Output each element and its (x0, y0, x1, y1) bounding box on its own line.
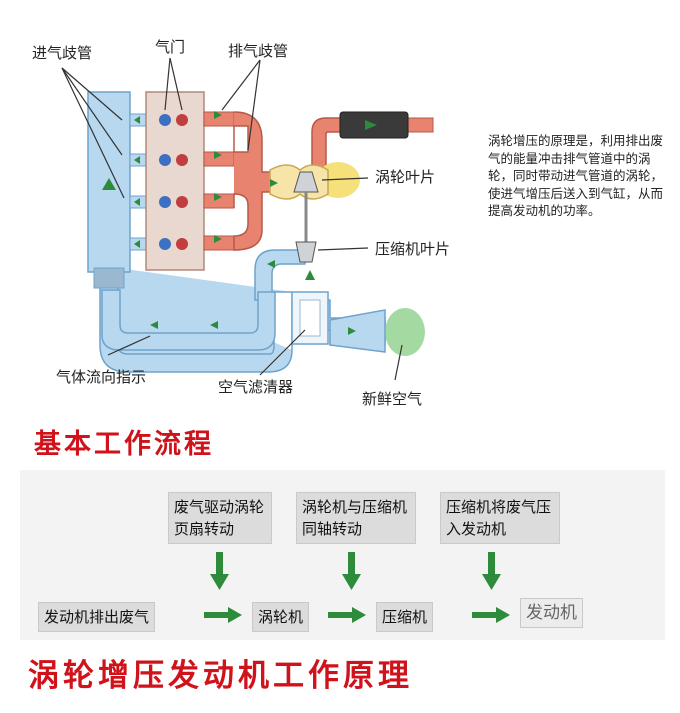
turbo-diagram (61, 57, 434, 381)
step-exhaust-drives-turbine: 废气驱动涡轮页扇转动 (168, 492, 272, 544)
label-compressor-blade: 压缩机叶片 (375, 240, 451, 258)
intake-lower-pipe (101, 289, 276, 351)
label-flow-indicator: 气体流向指示 (56, 368, 147, 386)
compressor-wheel (295, 241, 317, 263)
step-engine-exhaust: 发动机排出废气 (38, 602, 156, 632)
footer-title: 涡轮增压发动机工作原理 (28, 658, 413, 694)
workflow-panel: 废气驱动涡轮页扇转动 涡轮机与压缩机同轴转动 压缩机将废气压入发动机 发动机排出… (20, 470, 665, 640)
step-engine: 发动机 (520, 598, 583, 628)
flow-arrows (134, 111, 356, 335)
label-exhaust-manifold: 排气歧管 (228, 42, 289, 60)
valve-pairs (159, 114, 188, 250)
step-text: 涡轮机 (258, 608, 304, 626)
step-text: 涡轮机与压缩机同轴转动 (302, 498, 408, 538)
step-compressor: 压缩机 (376, 602, 434, 632)
step-compressor-pushes: 压缩机将废气压入发动机 (440, 492, 560, 544)
label-turbine-blade: 涡轮叶片 (375, 168, 436, 186)
flow-arrows-down (204, 552, 510, 623)
step-text: 发动机排出废气 (44, 608, 150, 626)
exhaust-runners (203, 111, 235, 251)
fresh-air-funnel (329, 309, 386, 353)
step-turbine: 涡轮机 (252, 602, 310, 632)
label-intake-manifold: 进气歧管 (32, 44, 93, 62)
step-text: 发动机 (526, 603, 577, 623)
turbine-wheel (293, 171, 319, 193)
principle-description: 涡轮增压的原理是，利用排出废气的能量冲击排气管道中的涡轮，同时带动进气管道的涡轮… (488, 133, 664, 218)
step-text: 废气驱动涡轮页扇转动 (174, 498, 265, 538)
step-text: 压缩机 (382, 608, 428, 626)
cylinder-head (145, 91, 205, 271)
fresh-air-glow (385, 308, 425, 356)
leader-lines (61, 57, 403, 381)
intake-up-arrow (102, 178, 116, 190)
label-fresh-air: 新鲜空气 (362, 390, 423, 408)
step-text: 压缩机将废气压入发动机 (446, 498, 552, 538)
label-valve: 气门 (155, 38, 186, 56)
step-coaxial-rotation: 涡轮机与压缩机同轴转动 (296, 492, 416, 544)
exhaust-tail-pipe (404, 117, 434, 133)
label-air-filter: 空气滤清器 (218, 378, 294, 396)
section-title: 基本工作流程 (34, 429, 214, 460)
intake-return-pipe (254, 249, 306, 301)
